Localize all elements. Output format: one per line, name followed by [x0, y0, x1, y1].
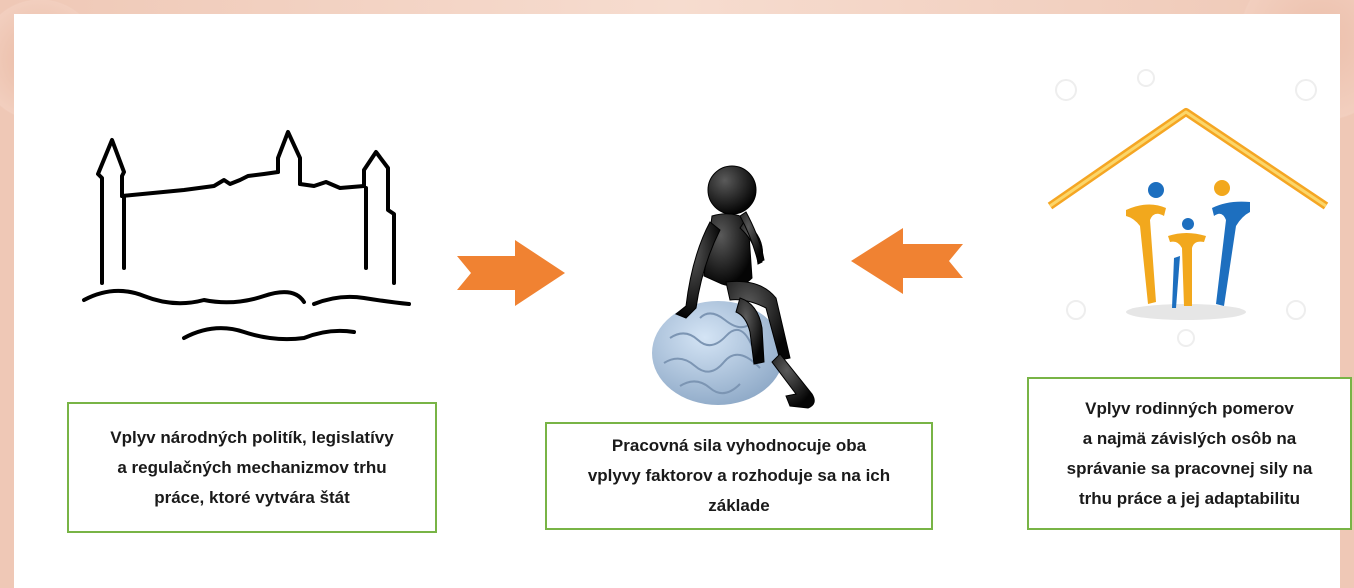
- thinker-figure-on-brain-icon: [640, 158, 830, 420]
- arrow-right-icon: [457, 240, 567, 306]
- family-influence-box: Vplyv rodinných pomerov a najmä závislýc…: [1027, 377, 1352, 530]
- family-under-roof-icon: [1036, 60, 1336, 350]
- family-influence-line: trhu práce a jej adaptabilitu: [1079, 489, 1300, 508]
- workforce-evaluation-line: základe: [708, 496, 769, 515]
- workforce-evaluation-text: Pracovná sila vyhodnocuje oba vplyvy fak…: [588, 431, 890, 521]
- arrow-left-icon: [851, 228, 963, 294]
- state-influence-line: Vplyv národných politík, legislatívy: [110, 428, 393, 447]
- family-influence-line: a najmä závislých osôb na: [1083, 429, 1297, 448]
- state-influence-line: a regulačných mechanizmov trhu: [117, 458, 386, 477]
- family-influence-line: správanie sa pracovnej sily na: [1067, 459, 1313, 478]
- state-influence-text: Vplyv národných politík, legislatívy a r…: [110, 423, 393, 513]
- workforce-evaluation-box: Pracovná sila vyhodnocuje oba vplyvy fak…: [545, 422, 933, 530]
- family-influence-line: Vplyv rodinných pomerov: [1085, 399, 1294, 418]
- castle-outline-icon: [64, 118, 434, 358]
- family-influence-text: Vplyv rodinných pomerov a najmä závislýc…: [1067, 394, 1313, 514]
- state-influence-line: práce, ktoré vytvára štát: [154, 488, 350, 507]
- workforce-evaluation-line: Pracovná sila vyhodnocuje oba: [612, 436, 866, 455]
- state-influence-box: Vplyv národných politík, legislatívy a r…: [67, 402, 437, 533]
- workforce-evaluation-line: vplyvy faktorov a rozhoduje sa na ich: [588, 466, 890, 485]
